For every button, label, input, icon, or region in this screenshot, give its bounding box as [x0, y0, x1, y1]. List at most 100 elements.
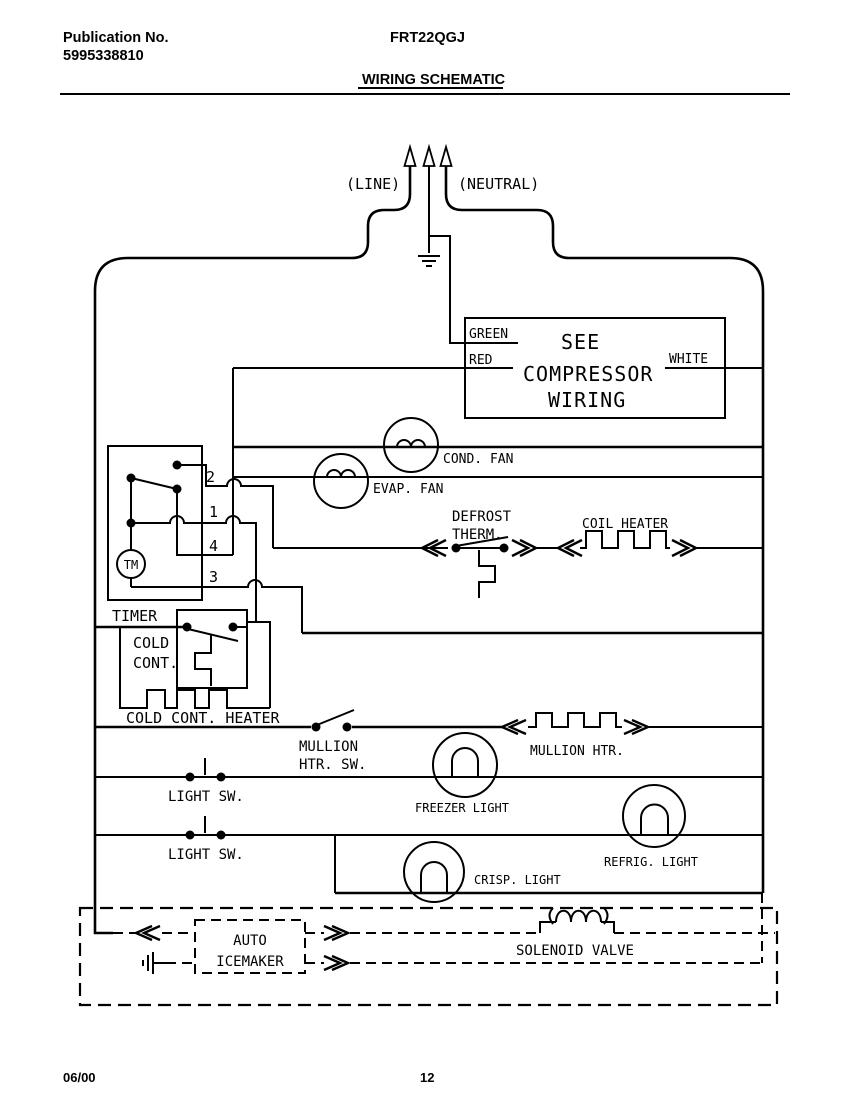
connector-right-icon — [511, 538, 539, 558]
connector-left-icon — [499, 718, 527, 736]
defrost-contact-dot — [499, 543, 509, 553]
wire-terminal-3 — [131, 579, 303, 633]
icemaker-dashed-region — [78, 906, 779, 1007]
refrig-light-filament — [640, 803, 669, 835]
cold-control-section: COLD CONT. COLD CONT. HEATER — [95, 609, 280, 727]
compressor-section: GREEN RED WHITE SEE COMPRESSOR WIRING — [233, 317, 763, 419]
light-switch-dot — [185, 772, 195, 782]
cold-cont-heater-label: COLD CONT. HEATER — [126, 709, 280, 727]
cold-control-box — [176, 609, 248, 689]
defrost-therm-element — [478, 550, 496, 598]
connector-right-icon — [671, 538, 699, 558]
compressor-text-name: COMPRESSOR — [523, 362, 653, 386]
evap-fan-motor-icon — [313, 453, 369, 509]
mullion-section: MULLION HTR. SW. MULLION HTR. — [95, 709, 763, 773]
ground-symbol-icon — [418, 255, 440, 267]
defrost-switch-arm — [455, 536, 509, 547]
red-wire-label: RED — [469, 353, 493, 368]
terminal-4-label: 4 — [209, 537, 218, 555]
compressor-text-see: SEE — [561, 330, 600, 354]
solenoid-lead-left — [539, 921, 556, 933]
solenoid-valve-label: SOLENOID VALVE — [516, 943, 634, 959]
icemaker-section: AUTO ICEMAKER SOLENOID VALVE — [78, 893, 779, 1007]
crisp-light-filament — [420, 861, 448, 893]
header: Publication No. 5995338810 FRT22QGJ WIRI… — [60, 30, 790, 95]
white-wire-label: WHITE — [669, 352, 708, 367]
light-switch-dot — [185, 830, 195, 840]
connector-right-icon — [323, 954, 351, 972]
plug-prong-ground-icon — [422, 143, 436, 167]
compressor-text-wiring: WIRING — [548, 388, 626, 412]
connector-left-icon — [419, 538, 447, 558]
terminal-2-label: 2 — [206, 468, 215, 486]
mullion-sw-label-1: MULLION — [299, 739, 358, 755]
power-plug: (LINE) (NEUTRAL) — [93, 143, 765, 935]
timer-label: TIMER — [112, 607, 158, 625]
wire-neutral-bus — [444, 166, 765, 893]
refrig-light-label: REFRIG. LIGHT — [604, 855, 698, 869]
cold-cont-label-1: COLD — [133, 634, 169, 652]
plug-prong-neutral-icon — [439, 143, 453, 167]
defrost-section: DEFROST THERM. COIL HEATER — [273, 509, 763, 598]
mullion-switch-arm — [316, 709, 355, 726]
mullion-sw-label-2: HTR. SW. — [299, 757, 366, 773]
refrig-light-bulb-icon — [622, 784, 686, 848]
page-title: WIRING SCHEMATIC — [362, 72, 506, 88]
wire-terminal-4 — [176, 489, 233, 556]
coil-heater-label: COIL HEATER — [582, 517, 668, 532]
crisp-light-bulb-icon — [403, 841, 465, 903]
auto-icemaker-label-2: ICEMAKER — [216, 954, 284, 970]
timer-switch-arm — [130, 477, 178, 490]
lights-section: LIGHT SW. FREEZER LIGHT LIGHT SW. REFRIG… — [95, 732, 763, 903]
defrost-label-1: DEFROST — [452, 509, 512, 525]
wire-cold-control-jog — [247, 621, 271, 708]
terminal-3-label: 3 — [209, 568, 218, 586]
light-sw-label-1: LIGHT SW. — [168, 789, 244, 805]
mullion-htr-label: MULLION HTR. — [530, 744, 624, 759]
neutral-label: (NEUTRAL) — [458, 175, 539, 193]
connector-right-icon — [323, 924, 351, 942]
evap-fan-label: EVAP. FAN — [373, 482, 443, 497]
wire-terminal-2 — [177, 464, 274, 548]
evap-fan-coil-icon — [320, 469, 362, 478]
wire-ground-to-compressor — [429, 235, 465, 344]
light-switch-dot — [216, 772, 226, 782]
light-sw-label-2: LIGHT SW. — [168, 847, 244, 863]
terminal-1-label: 1 — [209, 503, 218, 521]
publication-number: 5995338810 — [63, 48, 144, 64]
cold-cont-heater-element — [119, 627, 270, 709]
cold-cont-label-2: CONT. — [133, 654, 178, 672]
timer-section: TM TIMER 2 1 4 3 — [107, 368, 763, 635]
footer-date: 06/00 — [63, 1070, 96, 1085]
mullion-switch-dot — [342, 722, 352, 732]
connector-right-icon — [623, 718, 651, 736]
wire-terminal-1 — [131, 515, 257, 622]
cold-control-switch-arm — [187, 628, 239, 642]
freezer-light-label: FREEZER LIGHT — [415, 801, 509, 815]
green-wire-label: GREEN — [469, 327, 508, 342]
cold-control-therm-element — [194, 635, 212, 686]
solenoid-coil-icon — [555, 909, 602, 923]
wire-line-bus — [93, 166, 412, 935]
freezer-light-bulb-icon — [432, 732, 498, 798]
light-switch-dot — [216, 830, 226, 840]
footer: 06/00 12 — [63, 1070, 434, 1085]
solenoid-lead-right — [601, 921, 615, 933]
line-label: (LINE) — [346, 175, 400, 193]
freezer-light-filament — [451, 747, 479, 777]
cond-fan-label: COND. FAN — [443, 452, 513, 467]
publication-label: Publication No. — [63, 30, 169, 46]
timer-motor-label: TM — [124, 558, 138, 572]
coil-heater-element — [580, 530, 670, 549]
footer-page-number: 12 — [420, 1070, 434, 1085]
connector-left-icon — [555, 538, 583, 558]
model-number: FRT22QGJ — [390, 30, 465, 46]
defrost-label-2: THERM. — [452, 527, 503, 543]
cond-fan-motor-icon — [383, 417, 439, 473]
connector-left-icon — [133, 924, 161, 942]
crisp-light-label: CRISP. LIGHT — [474, 873, 561, 887]
auto-icemaker-label-1: AUTO — [233, 933, 267, 949]
icemaker-ground-icon — [142, 952, 166, 974]
